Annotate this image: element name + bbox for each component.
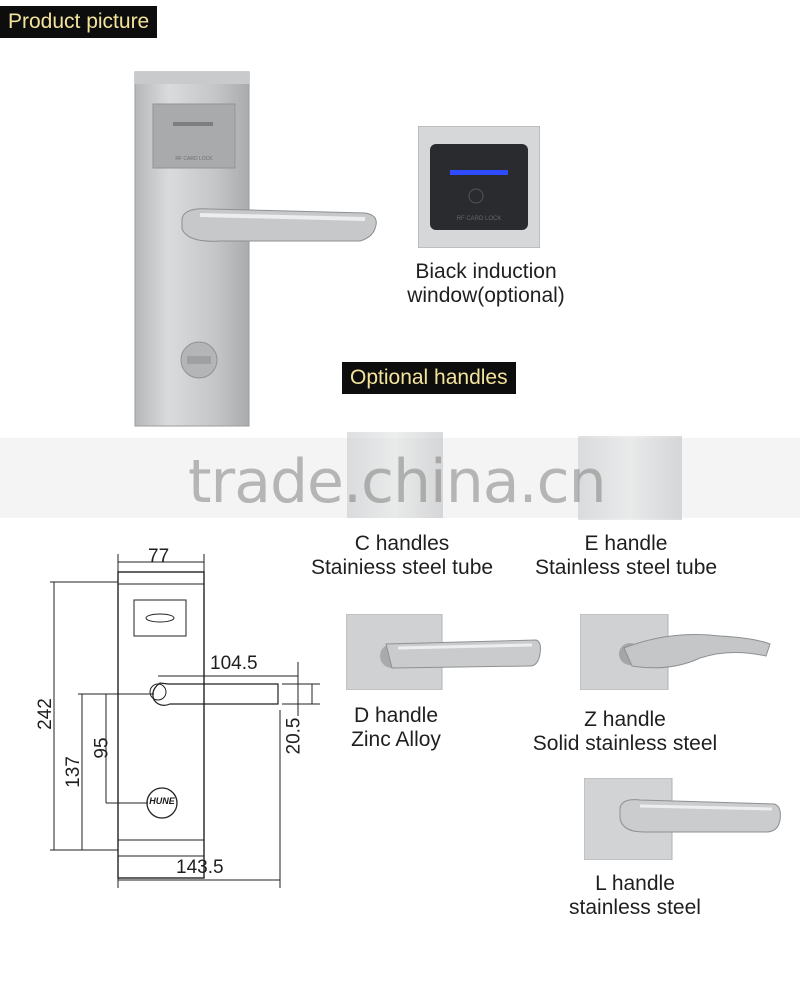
product-picture-title: Product picture xyxy=(0,6,158,38)
e-handle-material: Stainless steel tube xyxy=(534,556,718,579)
svg-text:RF CARD LOCK: RF CARD LOCK xyxy=(175,156,213,162)
induction-caption-line2: window(optional) xyxy=(407,284,565,307)
door-lock-image: RF CARD LOCK xyxy=(133,70,253,428)
e-handle-plate-top xyxy=(578,436,682,520)
c-handle-plate-top xyxy=(347,432,443,518)
z-handle-image xyxy=(579,613,774,691)
dim-handle-offset: 20.5 xyxy=(283,717,305,755)
watermark-text: trade.china.cn xyxy=(188,447,607,517)
c-handle-caption: C handles Stainiess steel tube xyxy=(302,532,502,580)
dim-height-lower: 137 xyxy=(62,756,84,788)
svg-text:RF CARD LOCK: RF CARD LOCK xyxy=(457,216,502,222)
z-handle-caption: Z handle Solid stainless steel xyxy=(522,708,728,756)
e-handle-name: E handle xyxy=(584,532,668,555)
z-handle-material: Solid stainless steel xyxy=(532,732,718,755)
induction-caption-line1: Biack induction xyxy=(415,260,557,283)
lock-lever-handle xyxy=(180,205,380,247)
dim-total-width: 143.5 xyxy=(176,857,224,878)
d-handle-name: D handle xyxy=(353,704,439,727)
dim-handle-height: 95 xyxy=(91,737,113,759)
dimension-drawing xyxy=(30,540,320,890)
c-handle-name: C handles xyxy=(354,532,450,555)
optional-handles-title: Optional handles xyxy=(342,362,516,394)
e-handle-caption: E handle Stainless steel tube xyxy=(526,532,726,580)
d-handle-image xyxy=(345,613,542,691)
d-handle-caption: D handle Zinc Alloy xyxy=(336,704,456,752)
l-handle-image xyxy=(583,777,784,861)
dim-width-top: 77 xyxy=(148,546,170,567)
l-handle-name: L handle xyxy=(595,872,675,895)
dim-handle-length: 104.5 xyxy=(210,653,258,674)
dim-height-total: 242 xyxy=(34,698,56,730)
l-handle-material: stainless steel xyxy=(569,896,701,919)
c-handle-material: Stainiess steel tube xyxy=(310,556,494,579)
drawing-logo: HUNE xyxy=(149,796,175,806)
d-handle-material: Zinc Alloy xyxy=(351,728,441,751)
l-handle-caption: L handle stainless steel xyxy=(540,872,730,920)
induction-window-image: RF CARD LOCK xyxy=(417,125,541,249)
induction-window-caption: Biack induction window(optional) xyxy=(376,260,596,308)
z-handle-name: Z handle xyxy=(584,708,666,731)
